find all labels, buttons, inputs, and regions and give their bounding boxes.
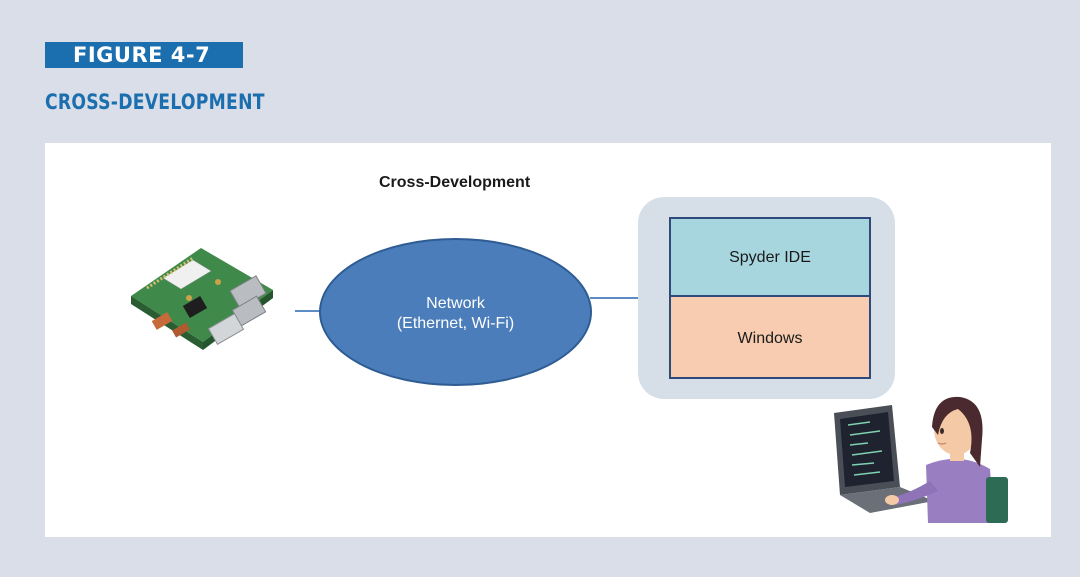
connector-line-left bbox=[295, 310, 323, 312]
network-label: Network bbox=[426, 295, 485, 312]
person-laptop-icon bbox=[834, 396, 1008, 523]
diagram-title: Cross-Development bbox=[379, 174, 531, 191]
network-sublabel: (Ethernet, Wi-Fi) bbox=[396, 315, 515, 332]
windows-layer bbox=[669, 295, 871, 379]
spyder-ide-label: Spyder IDE bbox=[729, 249, 811, 266]
raspberry-pi-icon bbox=[131, 248, 273, 350]
figure-title: CROSS-DEVELOPMENT bbox=[45, 90, 265, 114]
network-ellipse bbox=[319, 238, 592, 386]
diagram-panel: Cross-Development Network (Ethernet, Wi-… bbox=[45, 143, 1051, 537]
windows-label: Windows bbox=[737, 330, 803, 347]
connector-line-right bbox=[590, 297, 640, 299]
spyder-ide-layer bbox=[669, 217, 871, 297]
figure-label: FIGURE 4-7 bbox=[45, 42, 243, 68]
